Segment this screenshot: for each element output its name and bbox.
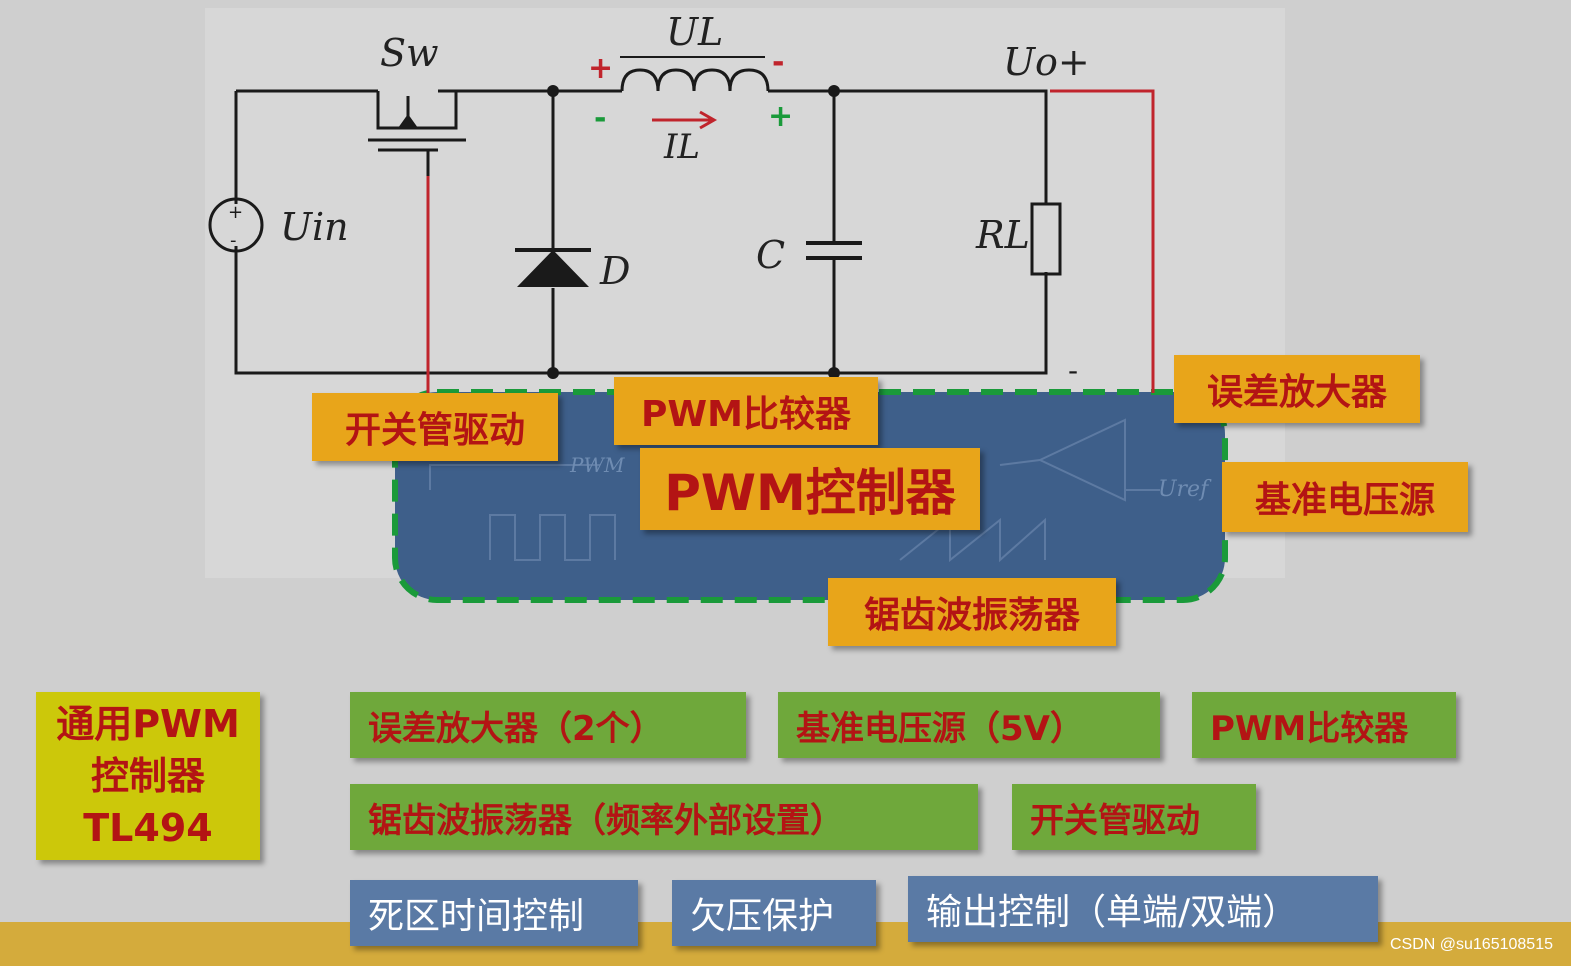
switch-label: Sw: [380, 31, 439, 75]
feature-dead-time-control: 死区时间控制: [350, 880, 638, 946]
capacitor-label: C: [756, 233, 785, 277]
load-label: RL: [975, 213, 1030, 257]
pwm-ghost-label: PWM: [569, 453, 625, 477]
callout-error-amplifier: 误差放大器: [1174, 355, 1420, 423]
feedback-wires: [426, 89, 1155, 393]
csdn-watermark: CSDN @su165108515: [1389, 936, 1553, 953]
input-voltage-label: Uin: [280, 205, 349, 249]
tl494-title-box: 通用PWM 控制器 TL494: [36, 692, 260, 860]
inductor-minus-right: -: [772, 45, 784, 80]
current-arrow: [652, 110, 718, 130]
voltage-source-symbol: + -: [208, 197, 264, 253]
capacitor-symbol: [806, 241, 862, 260]
junction-dots: [547, 85, 840, 379]
diode-symbol: [515, 248, 591, 287]
diode-label: D: [599, 249, 630, 293]
svg-text:-: -: [230, 230, 237, 251]
svg-text:+: +: [228, 202, 243, 223]
feature-undervoltage-protection: 欠压保护: [672, 880, 876, 946]
inductor-plus-right: +: [768, 99, 793, 134]
output-voltage-label: Uo+: [1003, 40, 1090, 84]
tl494-line3: TL494: [83, 806, 213, 850]
callout-reference-voltage: 基准电压源: [1222, 462, 1468, 532]
callout-switch-driver: 开关管驱动: [312, 393, 558, 461]
feature-switch-driver: 开关管驱动: [1012, 784, 1256, 850]
callout-sawtooth-oscillator: 锯齿波振荡器: [828, 578, 1116, 646]
inductor-current-label: IL: [663, 127, 700, 167]
uref-ghost-label: Uref: [1158, 477, 1212, 502]
feature-pwm-comparator: PWM比较器: [1192, 692, 1456, 758]
feature-reference-voltage: 基准电压源（5V）: [778, 692, 1160, 758]
tl494-line1: 通用PWM: [56, 702, 240, 746]
callout-pwm-comparator: PWM比较器: [614, 377, 878, 445]
callout-pwm-controller: PWM控制器: [640, 448, 980, 530]
inductor-symbol: [620, 68, 770, 92]
controller-internals-ghost: [429, 418, 1160, 563]
inductor-voltage-label: UL: [666, 10, 723, 54]
circuit-wires: [234, 89, 1048, 375]
output-minus-label: -: [1068, 354, 1078, 387]
feature-sawtooth-oscillator: 锯齿波振荡器（频率外部设置）: [350, 784, 978, 850]
inductor-plus-left: +: [588, 51, 613, 86]
inductor-minus-left: -: [594, 101, 606, 136]
feature-output-control: 输出控制（单端/双端）: [908, 876, 1378, 942]
tl494-line2: 控制器: [90, 754, 205, 798]
load-resistor-symbol: [1030, 202, 1062, 276]
feature-error-amplifier: 误差放大器（2个）: [350, 692, 746, 758]
